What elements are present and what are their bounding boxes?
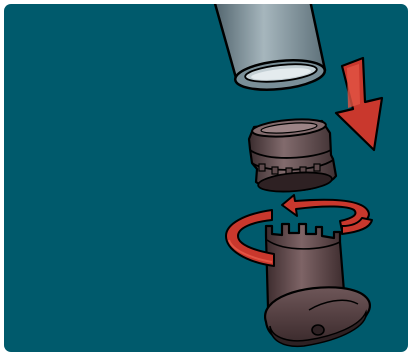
aerator-insert <box>249 117 336 194</box>
illustration-panel <box>4 4 408 352</box>
aerator-removal-illustration <box>4 4 408 352</box>
